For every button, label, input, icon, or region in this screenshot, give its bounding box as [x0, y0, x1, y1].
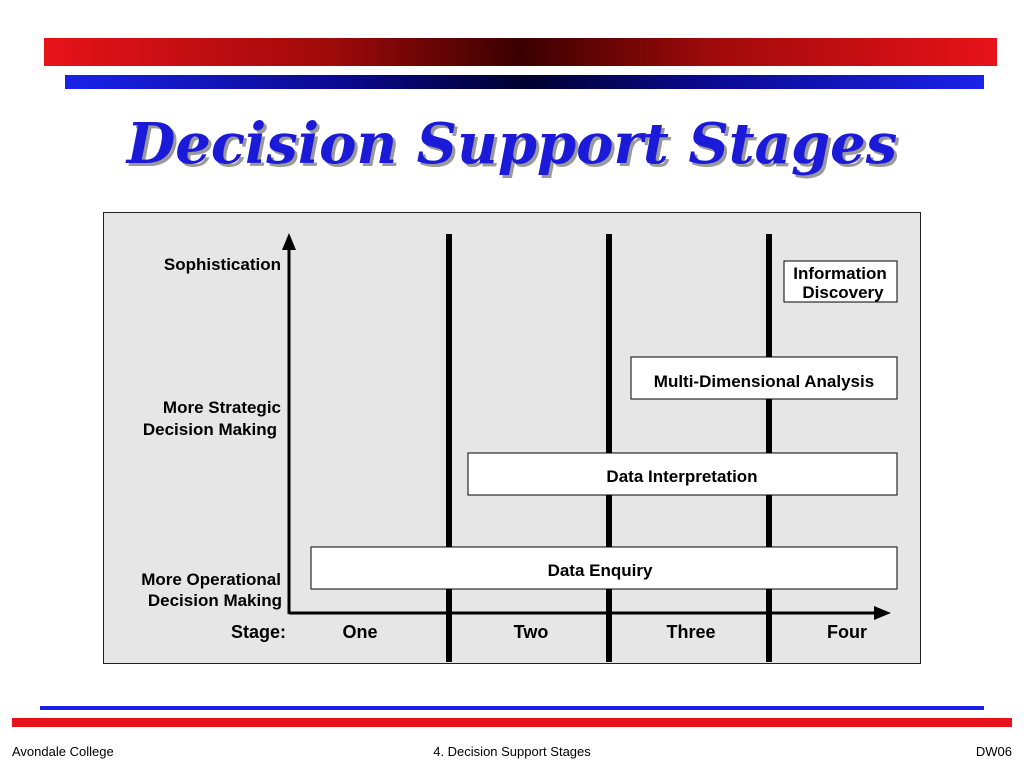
box-data-enquiry: [310, 546, 898, 590]
footer-right: DW06: [975, 744, 1012, 759]
footer-blue-rule: [40, 706, 984, 710]
stage-label: Stage:: [231, 622, 286, 642]
label-strategic-line2: Decision Making: [143, 420, 277, 439]
x-axis-arrowhead: [874, 606, 891, 620]
box-multi-dimensional-analysis: [630, 356, 898, 400]
footer-left: Avondale College: [12, 744, 114, 759]
box-information-discovery-line2: Discovery: [802, 283, 884, 302]
label-strategic-line1: More Strategic: [163, 398, 281, 417]
slide-title: Decision Support Stages: [126, 111, 898, 177]
box-information-discovery-line1: Information: [793, 264, 887, 283]
header-blue-bar: [65, 75, 984, 89]
y-axis-arrowhead: [282, 233, 296, 250]
header-red-bar: [44, 38, 997, 66]
box-data-enquiry-label: Data Enquiry: [548, 561, 653, 580]
box-multi-dimensional-analysis-label: Multi-Dimensional Analysis: [654, 372, 874, 391]
footer-center: 4. Decision Support Stages: [433, 744, 591, 759]
box-information-discovery: [783, 260, 898, 303]
stage-one: One: [342, 622, 377, 642]
stage-three: Three: [666, 622, 715, 642]
label-operational-line2: Decision Making: [148, 591, 282, 610]
stage-four: Four: [827, 622, 867, 642]
label-sophistication: Sophistication: [164, 255, 281, 274]
box-data-interpretation: [467, 452, 898, 496]
footer-red-rule: [12, 718, 1012, 727]
label-operational-line1: More Operational: [141, 570, 281, 589]
box-data-interpretation-label: Data Interpretation: [606, 467, 757, 486]
stage-two: Two: [514, 622, 549, 642]
